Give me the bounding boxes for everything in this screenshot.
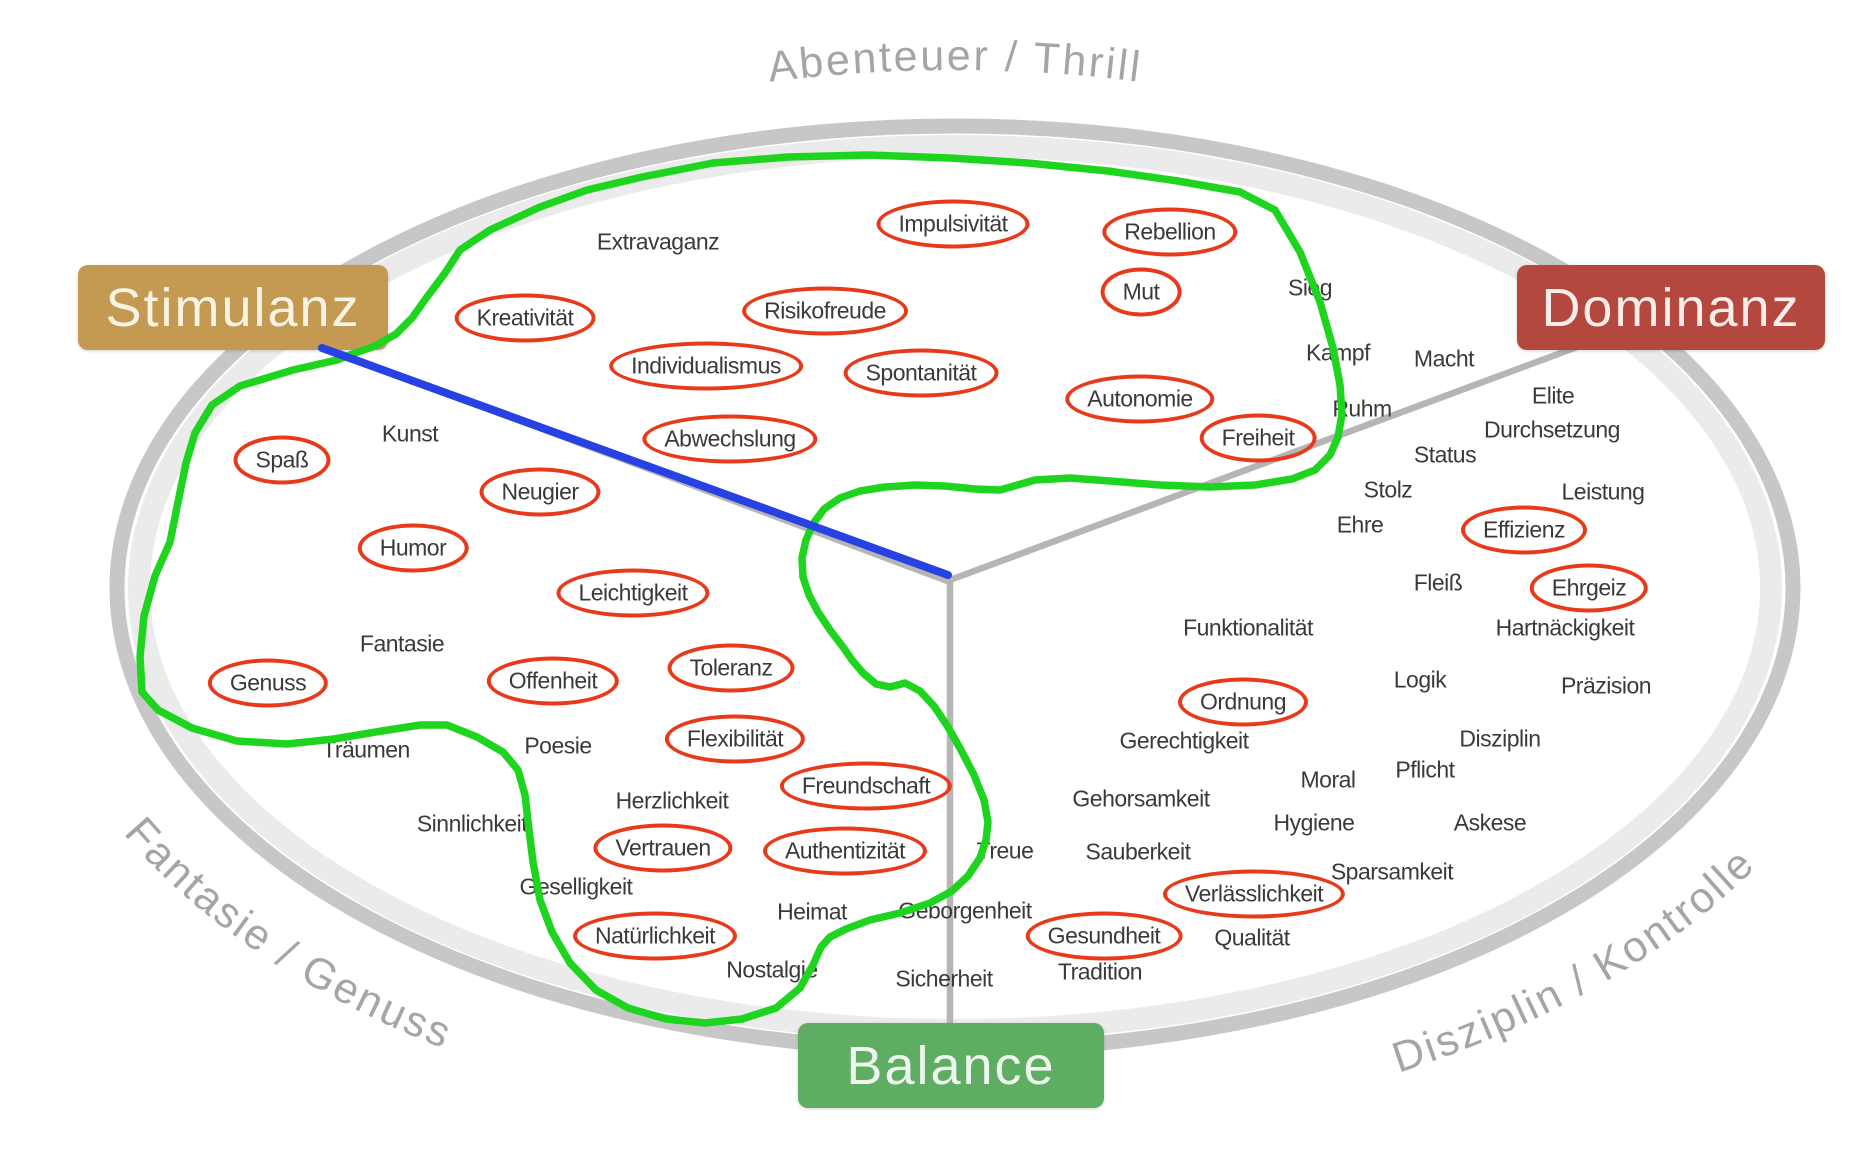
value-word-träumen: Träumen bbox=[322, 736, 410, 763]
circled-value-word-offenheit: Offenheit bbox=[486, 656, 620, 706]
circled-value-word-ordnung: Ordnung bbox=[1177, 677, 1309, 727]
value-word-kunst: Kunst bbox=[381, 420, 439, 447]
circled-value-word-vertrauen: Vertrauen bbox=[593, 823, 733, 873]
value-word-disziplin: Disziplin bbox=[1459, 725, 1541, 752]
value-word-gehorsamkeit: Gehorsamkeit bbox=[1072, 785, 1210, 812]
value-word-heimat: Heimat bbox=[777, 898, 847, 925]
circled-value-word-impulsivität: Impulsivität bbox=[876, 199, 1030, 249]
zone-box-stimulanz: Stimulanz bbox=[78, 265, 388, 350]
circled-value-word-freundschaft: Freundschaft bbox=[779, 761, 953, 811]
circled-value-word-autonomie: Autonomie bbox=[1065, 374, 1215, 424]
value-word-funktionalität: Funktionalität bbox=[1183, 614, 1313, 641]
value-word-nostalgie: Nostalgie bbox=[726, 956, 818, 983]
circled-value-word-neugier: Neugier bbox=[479, 467, 601, 517]
circled-value-word-abwechslung: Abwechslung bbox=[642, 414, 818, 464]
value-word-leistung: Leistung bbox=[1561, 478, 1645, 505]
value-word-extravaganz: Extravaganz bbox=[596, 228, 720, 255]
value-word-macht: Macht bbox=[1413, 345, 1475, 372]
zone-box-balance: Balance bbox=[798, 1023, 1104, 1108]
circled-value-word-rebellion: Rebellion bbox=[1102, 207, 1238, 257]
circled-value-word-mut: Mut bbox=[1100, 267, 1182, 317]
value-word-moral: Moral bbox=[1300, 766, 1356, 793]
circled-value-word-spaß: Spaß bbox=[233, 435, 331, 485]
value-word-status: Status bbox=[1413, 441, 1477, 468]
value-word-stolz: Stolz bbox=[1363, 476, 1413, 503]
zone-box-dominanz: Dominanz bbox=[1517, 265, 1825, 350]
value-word-pflicht: Pflicht bbox=[1395, 756, 1455, 783]
circled-value-word-toleranz: Toleranz bbox=[667, 643, 795, 693]
axis-label-top-text: Abenteuer / Thrill bbox=[765, 32, 1142, 92]
value-word-logik: Logik bbox=[1393, 666, 1447, 693]
value-word-ehre: Ehre bbox=[1336, 511, 1384, 538]
value-word-durchsetzung: Durchsetzung bbox=[1484, 416, 1620, 443]
circled-value-word-effizienz: Effizienz bbox=[1460, 505, 1588, 555]
value-word-ruhm: Ruhm bbox=[1332, 395, 1392, 422]
circled-value-word-humor: Humor bbox=[357, 523, 469, 573]
value-word-geborgenheit: Geborgenheit bbox=[898, 897, 1032, 924]
value-word-qualität: Qualität bbox=[1214, 924, 1290, 951]
value-word-gerechtigkeit: Gerechtigkeit bbox=[1119, 727, 1249, 754]
value-word-präzision: Präzision bbox=[1560, 672, 1652, 699]
value-word-elite: Elite bbox=[1531, 382, 1575, 409]
circled-value-word-verlässlichkeit: Verlässlichkeit bbox=[1162, 869, 1346, 919]
value-word-tradition: Tradition bbox=[1057, 958, 1143, 985]
value-word-sieg: Sieg bbox=[1287, 274, 1333, 301]
value-word-askese: Askese bbox=[1453, 809, 1527, 836]
circled-value-word-gesundheit: Gesundheit bbox=[1025, 911, 1183, 961]
value-word-herzlichkeit: Herzlichkeit bbox=[615, 787, 729, 814]
value-word-geselligkeit: Geselligkeit bbox=[519, 873, 633, 900]
circled-value-word-kreativität: Kreativität bbox=[454, 293, 596, 343]
circled-value-word-genuss: Genuss bbox=[207, 658, 329, 708]
circled-value-word-natürlichkeit: Natürlichkeit bbox=[572, 911, 738, 961]
value-word-treue: Treue bbox=[976, 837, 1034, 864]
value-word-kampf: Kampf bbox=[1306, 339, 1370, 366]
value-word-fantasie: Fantasie bbox=[359, 630, 445, 657]
value-word-sinnlichkeit: Sinnlichkeit bbox=[416, 810, 528, 837]
circled-value-word-authentizität: Authentizität bbox=[762, 826, 928, 876]
axis-label-top: Abenteuer / Thrill bbox=[765, 32, 1145, 92]
circled-value-word-flexibilität: Flexibilität bbox=[664, 714, 806, 764]
circled-value-word-spontanität: Spontanität bbox=[843, 348, 999, 398]
value-word-fleiß: Fleiß bbox=[1413, 569, 1463, 596]
value-word-sicherheit: Sicherheit bbox=[895, 965, 993, 992]
value-word-hygiene: Hygiene bbox=[1273, 809, 1355, 836]
circled-value-word-ehrgeiz: Ehrgeiz bbox=[1529, 563, 1649, 613]
value-word-hartnäckigkeit: Hartnäckigkeit bbox=[1495, 614, 1635, 641]
value-word-sauberkeit: Sauberkeit bbox=[1085, 838, 1191, 865]
circled-value-word-individualismus: Individualismus bbox=[609, 341, 803, 391]
circled-value-word-leichtigkeit: Leichtigkeit bbox=[556, 568, 710, 618]
circled-value-word-risikofreude: Risikofreude bbox=[742, 286, 908, 336]
circled-value-word-freiheit: Freiheit bbox=[1199, 413, 1317, 463]
value-word-poesie: Poesie bbox=[524, 732, 592, 759]
value-word-sparsamkeit: Sparsamkeit bbox=[1330, 858, 1454, 885]
